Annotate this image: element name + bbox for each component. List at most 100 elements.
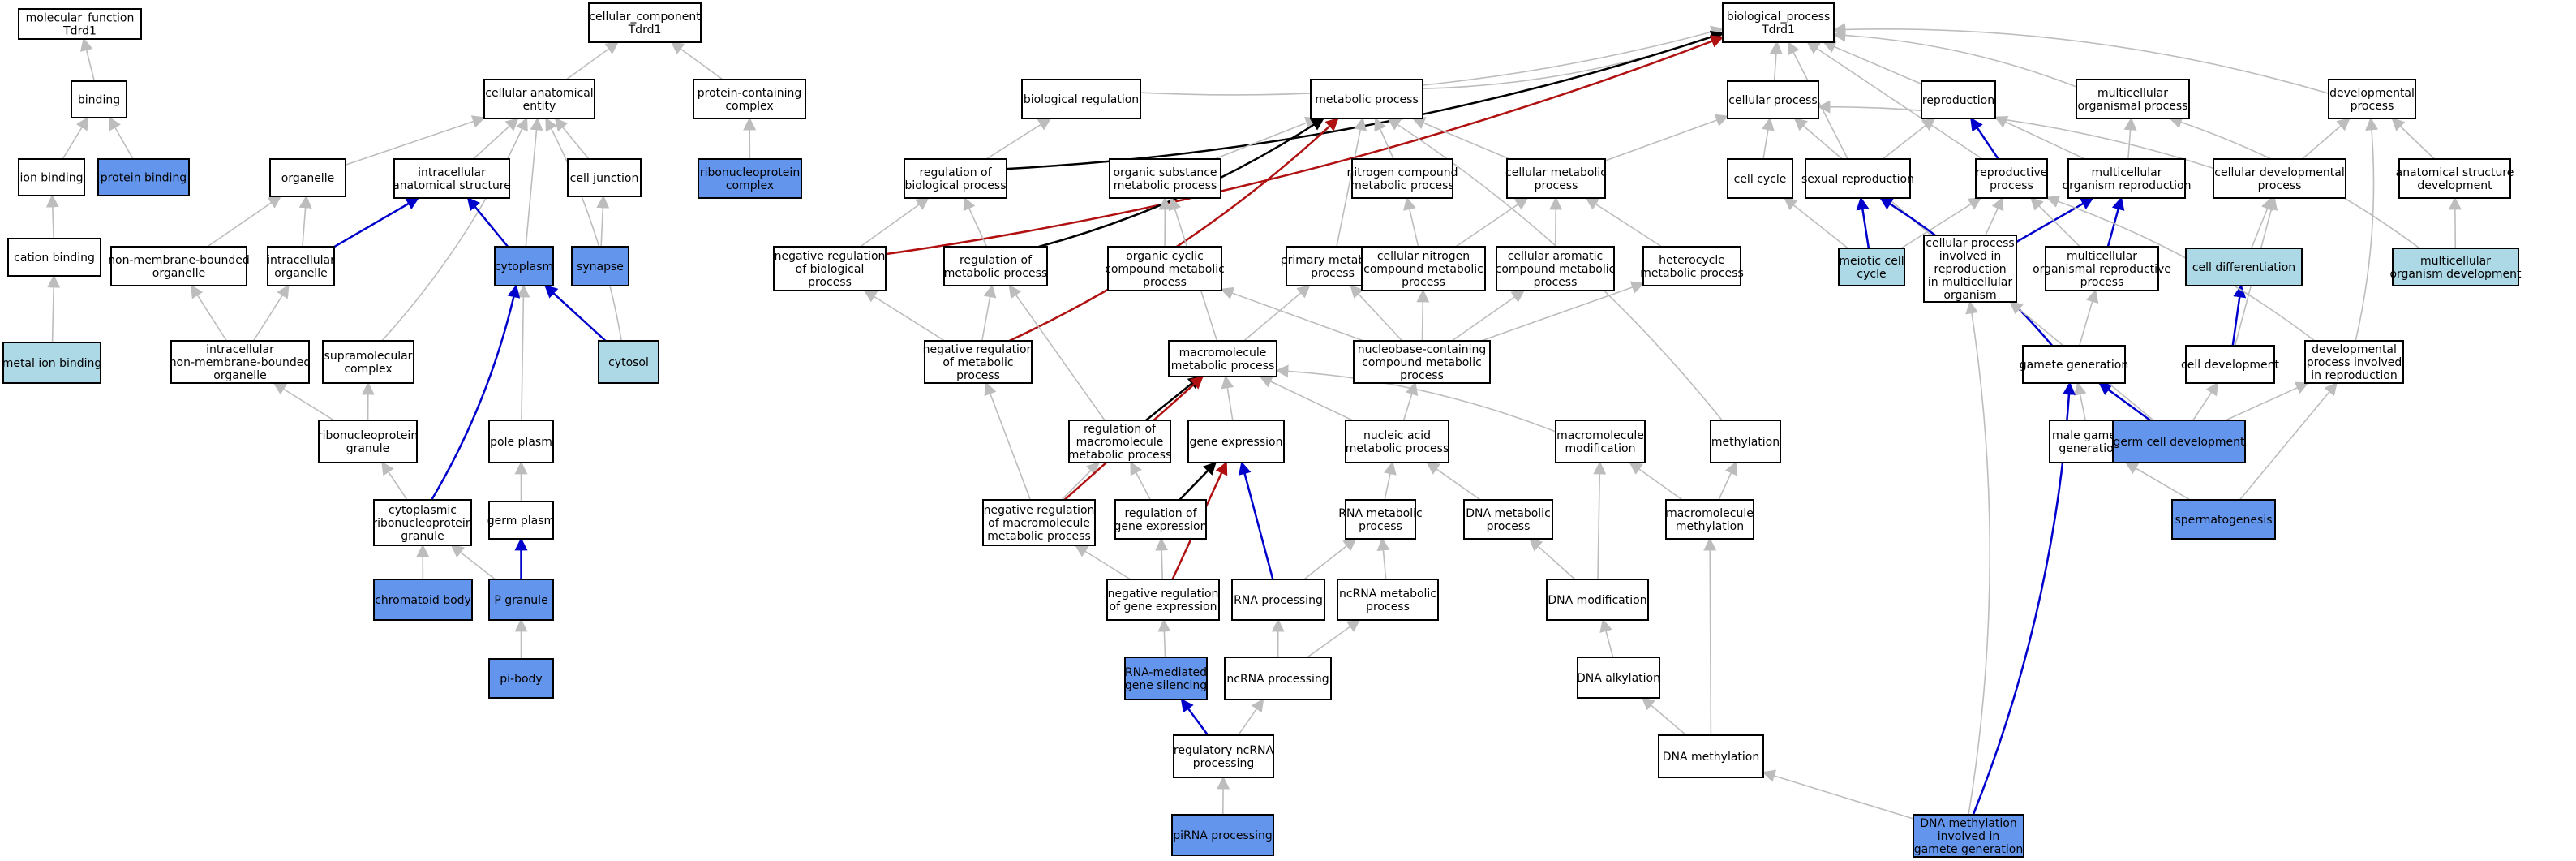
node-germ-cell-dev[interactable]: germ cell development [2112, 420, 2246, 463]
node-germ-plasm[interactable]: germ plasm [487, 501, 555, 540]
node-cell-cycle[interactable]: cell cycle [1727, 158, 1793, 199]
node-organelle[interactable]: organelle [269, 158, 346, 197]
node-cell-dev[interactable]: cell development [2181, 345, 2279, 384]
node-cation-binding[interactable]: cation binding [7, 238, 101, 277]
node-cytosol[interactable]: cytosol [598, 340, 659, 384]
node-synapse[interactable]: synapse [571, 246, 629, 286]
node-box [318, 420, 418, 463]
node-cell-diff[interactable]: cell differentiation [2185, 248, 2303, 286]
node-label-line: cellular aromatic [1508, 250, 1604, 263]
node-ion-binding[interactable]: ion binding [18, 158, 85, 196]
node-spermatogenesis[interactable]: spermatogenesis [2171, 499, 2276, 540]
node-sexual-repro[interactable]: sexual reproduction [1801, 158, 1914, 199]
node-cytoplasm[interactable]: cytoplasm [494, 246, 554, 286]
edge-neg-reg-macro-to-reg-macromol [1061, 461, 1100, 501]
node-inmbo[interactable]: intracellularnon-membrane-boundedorganel… [170, 340, 311, 384]
node-cell-junction[interactable]: cell junction [567, 158, 642, 197]
node-pi-body[interactable]: pi-body [488, 658, 554, 699]
node-label-line: spermatogenesis [2175, 514, 2272, 527]
node-dna-methylation[interactable]: DNA methylation [1658, 734, 1764, 778]
node-box [2045, 246, 2159, 291]
node-label-line: developmental [2312, 343, 2397, 356]
node-dna-alkylation[interactable]: DNA alkylation [1577, 657, 1660, 699]
edge-reg-macromol-to-macromol-mp [1145, 375, 1202, 421]
node-cellular-process[interactable]: cellular process [1727, 80, 1819, 119]
node-gene-expr[interactable]: gene expression [1187, 420, 1285, 463]
node-metal-ion-binding[interactable]: metal ion binding [2, 342, 102, 384]
node-protein-binding[interactable]: protein binding [97, 158, 190, 196]
node-box [773, 246, 887, 291]
node-chromatoid[interactable]: chromatoid body [373, 579, 473, 621]
edge-bio-reg-to-bp [1140, 25, 1724, 96]
node-rna-processing[interactable]: RNA processing [1231, 579, 1325, 621]
node-label-line: piRNA processing [1173, 829, 1272, 842]
node-binding[interactable]: binding [71, 80, 127, 118]
node-label-line: molecular_function [26, 12, 135, 25]
node-pole-plasm[interactable]: pole plasm [488, 420, 554, 463]
node-gamete-gen[interactable]: gamete generation [2020, 345, 2128, 384]
node-bio-reg[interactable]: biological regulation [1021, 79, 1141, 119]
node-label-line: chromatoid body [375, 594, 471, 607]
node-dna-mod[interactable]: DNA modification [1546, 579, 1649, 621]
node-label-line: metabolic process [1346, 442, 1449, 455]
node-methylation[interactable]: methylation [1710, 420, 1781, 463]
node-metabolic[interactable]: metabolic process [1310, 79, 1423, 119]
node-p-granule[interactable]: P granule [488, 579, 554, 621]
node-pirna[interactable]: piRNA processing [1171, 814, 1274, 856]
node-reproduction[interactable]: reproduction [1921, 80, 1996, 119]
node-ncrna-processing[interactable]: ncRNA processing [1224, 657, 1332, 700]
node-label-line: metal ion binding [2, 357, 102, 370]
node-box [1805, 158, 1911, 199]
node-label-line: male gamete [2052, 429, 2127, 442]
